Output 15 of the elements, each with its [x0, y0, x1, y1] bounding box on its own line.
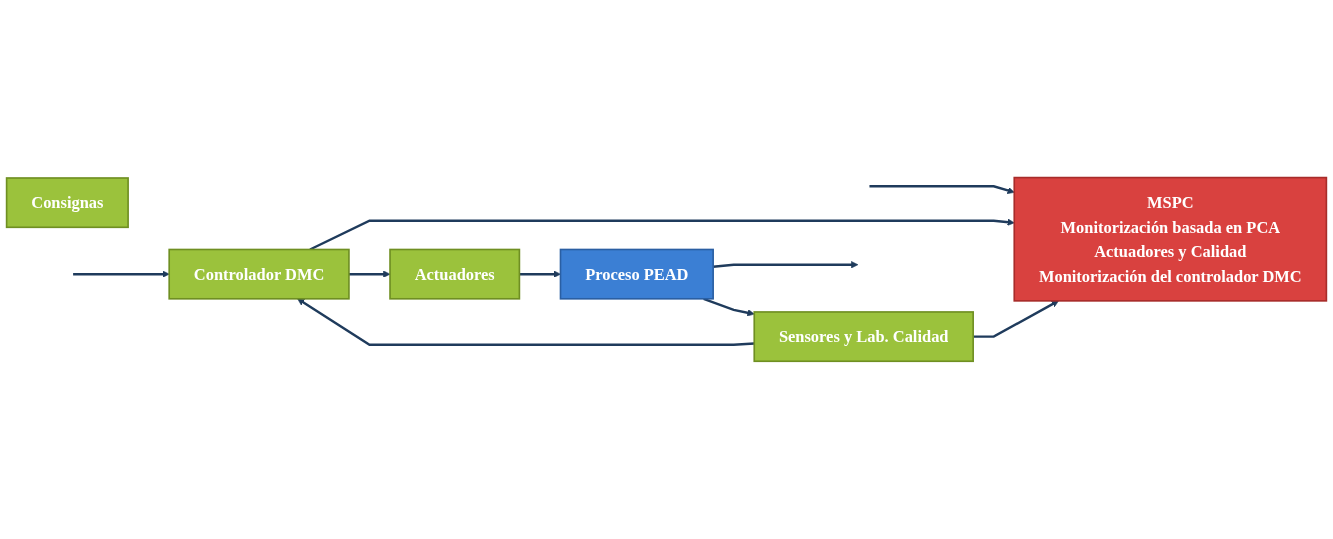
arrow — [973, 300, 1059, 338]
arrow — [348, 270, 391, 278]
arrow — [713, 261, 859, 269]
node-box: Sensores y Lab. Calidad — [753, 311, 974, 363]
node-box: Actuadores — [389, 248, 521, 300]
arrow — [703, 297, 755, 317]
arrow — [869, 185, 1015, 195]
arrow — [309, 218, 1015, 251]
node-box: Controlador DMC — [168, 248, 350, 300]
node-box: Proceso PEAD — [559, 248, 714, 300]
node-box: Consignas — [5, 177, 129, 229]
node-box: MSPC Monitorización basada en PCA Actuadores y Calidad Monitorización del controlador DMC — [1013, 176, 1328, 302]
arrow — [73, 270, 170, 278]
arrow — [297, 298, 755, 347]
arrow — [519, 270, 561, 278]
